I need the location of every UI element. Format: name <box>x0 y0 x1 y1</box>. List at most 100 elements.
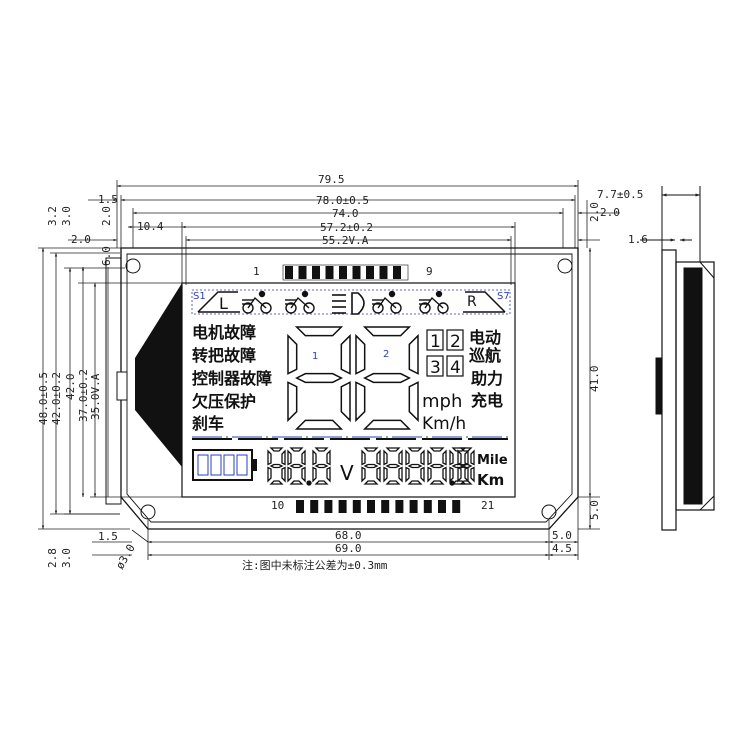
label-charge: 充电 <box>471 391 503 410</box>
unit-volt: V <box>340 461 354 485</box>
small-digit-groups <box>267 447 475 486</box>
dim-bottom-68: 68.0 <box>335 529 362 542</box>
dim-right-top-2: 2.0 <box>600 206 620 219</box>
top-dimensions <box>68 180 620 285</box>
top-pin <box>298 266 307 279</box>
top-pin <box>339 266 347 279</box>
left-letter: L <box>219 294 228 313</box>
battery-cell <box>197 454 209 476</box>
dim-left-3-2: 3.2 <box>46 206 59 226</box>
dim-hole-dia: ø3.0 <box>113 542 138 571</box>
dim-outer-glass-width: 78.0±0.5 <box>316 194 369 207</box>
label-mph: mph <box>422 391 462 412</box>
battery-cell <box>223 454 235 476</box>
dim-left-3-0: 3.0 <box>60 206 73 226</box>
level-2: 2 <box>450 332 461 352</box>
top-pin <box>379 266 388 279</box>
right-dimensions <box>578 247 600 530</box>
bottom-pin <box>381 500 390 513</box>
bottom-pin <box>395 500 404 513</box>
level-1: 1 <box>430 332 441 352</box>
odo-digit-tenths <box>457 447 475 485</box>
dim-right-5: 5.0 <box>588 500 601 520</box>
bicycle-icon <box>419 290 449 314</box>
separator-bar <box>192 436 508 440</box>
odo-digit <box>405 447 425 485</box>
dim-glass-width: 74.0 <box>332 207 359 220</box>
battery-cell <box>236 454 248 476</box>
bicycle-icon <box>242 290 272 314</box>
digit-2-label: 2 <box>383 349 389 360</box>
dim-bottom-4-5: 4.5 <box>552 542 572 555</box>
voltage-digit <box>287 447 306 485</box>
bottom-pin <box>409 500 418 513</box>
tolerance-note: 注:图中未标注公差为±0.3mm <box>242 558 388 572</box>
bottom-pin <box>438 500 446 513</box>
icon-row: S1 S7 L R <box>191 289 511 315</box>
odo-digit <box>449 447 469 485</box>
speed-digit-ones <box>355 326 419 430</box>
label-cruise: 巡航 <box>469 346 501 365</box>
dim-left-6-0: 6.0 <box>100 246 113 266</box>
bottom-pin <box>296 500 304 513</box>
dim-side-thickness: 7.7±0.5 <box>597 188 643 201</box>
dim-bottom-69: 69.0 <box>335 542 362 555</box>
segment-s7: S7 <box>497 291 510 302</box>
level-4: 4 <box>450 358 461 378</box>
bottom-pin <box>324 500 333 513</box>
bottom-pin <box>310 500 319 513</box>
voltage-decimal <box>306 480 312 486</box>
segment-s1: S1 <box>193 291 206 302</box>
bottom-pin-label-end: 21 <box>481 499 494 512</box>
assist-level-boxes: 1 2 3 4 <box>426 329 464 378</box>
label-motor-fault: 电机故障 <box>192 323 256 342</box>
mounting-hole-top-left <box>125 258 141 274</box>
dim-height-42-02: 42.0±0.2 <box>50 372 63 425</box>
odo-digit <box>383 447 403 485</box>
bottom-pin <box>452 500 461 513</box>
label-undervoltage: 欠压保护 <box>192 392 256 411</box>
headlight-icon <box>332 292 365 315</box>
left-turn-icon: L <box>197 291 240 313</box>
bottom-pin <box>338 500 347 513</box>
right-turn-icon: R <box>463 291 506 313</box>
dim-viewing-width: 57.2±0.2 <box>320 221 373 234</box>
dim-left-offset: 2.0 <box>71 233 91 246</box>
odo-digit <box>427 447 447 485</box>
label-controller-fault: 控制器故障 <box>192 369 272 388</box>
inner-panel-outline <box>126 253 573 523</box>
right-dimension-labels: 41.0 5.0 <box>588 366 601 521</box>
dim-left-small: 1.5 <box>98 193 118 206</box>
dim-height-42: 42.0 <box>64 374 77 401</box>
dim-bottom-5: 5.0 <box>552 529 572 542</box>
dim-height-35: 35.0V.A <box>89 373 102 420</box>
digit-1-label: 1 <box>312 351 318 362</box>
left-dimension-labels: 48.0±0.5 42.0±0.2 42.0 37.0±0.2 35.0V.A … <box>37 206 118 568</box>
voltage-digit <box>267 447 286 485</box>
top-pin-label-end: 9 <box>426 265 433 278</box>
speed-digits <box>287 326 419 430</box>
bicycle-icon <box>285 290 315 314</box>
label-handlebar-fault: 转把故障 <box>192 346 256 365</box>
top-pin-label-start: 1 <box>253 265 260 278</box>
fault-labels: 电机故障 转把故障 控制器故障 欠压保护 刹车 <box>192 323 272 433</box>
left-black-region <box>116 283 182 467</box>
odo-decimal <box>449 480 455 486</box>
right-letter: R <box>467 294 477 310</box>
dim-height-48: 48.0±0.5 <box>37 372 50 425</box>
lcd-module <box>105 247 579 530</box>
bottom-pin-strip: 10 21 <box>271 499 494 513</box>
bottom-pin <box>367 500 375 513</box>
bottom-pin <box>352 500 361 513</box>
top-dimension-labels: 79.5 78.0±0.5 74.0 57.2±0.2 55.2V.A 1.5 … <box>71 173 620 247</box>
dim-left-2-0: 2.0 <box>100 206 113 226</box>
bottom-pin-label-start: 10 <box>271 499 284 512</box>
top-pin-strip: 1 9 <box>253 264 433 281</box>
dim-left-vw: 10.4 <box>137 220 164 233</box>
voltage-digit <box>312 447 331 485</box>
top-pin <box>393 266 401 279</box>
mounting-hole-bottom-right <box>541 504 557 520</box>
dim-right-41: 41.0 <box>588 366 601 393</box>
top-pin <box>366 266 374 279</box>
